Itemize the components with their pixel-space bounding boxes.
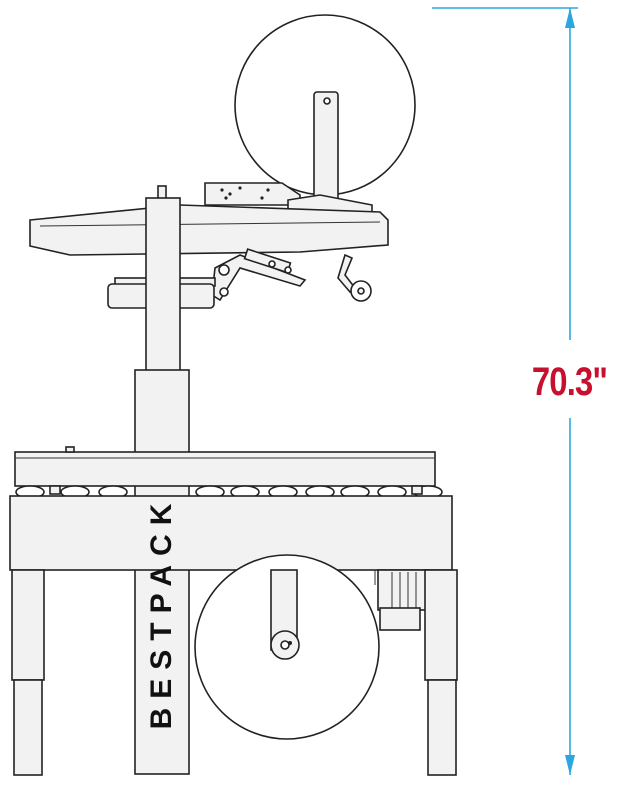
dimension-label: 70.3" — [531, 360, 608, 404]
dimension-line — [432, 7, 578, 775]
upper-tape-roll — [234, 14, 416, 213]
top-arm — [29, 185, 389, 256]
motor — [374, 569, 431, 631]
tape-applicator — [211, 248, 307, 302]
lower-tape-roll — [194, 554, 380, 740]
legs — [11, 569, 458, 776]
conveyor-bed — [14, 446, 436, 487]
brand-text: BESTPACK — [145, 494, 178, 730]
side-wheel-arm — [337, 253, 372, 302]
vertical-mast — [134, 197, 190, 775]
main-frame — [9, 495, 453, 571]
